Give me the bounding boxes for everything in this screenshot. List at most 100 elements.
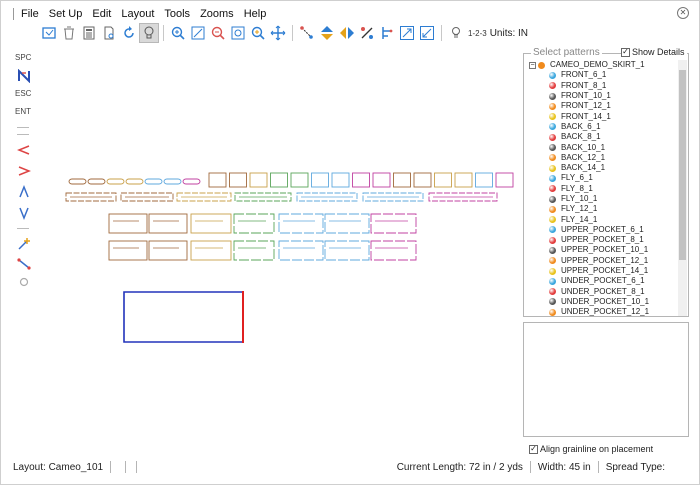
fly-piece[interactable] [249, 172, 268, 188]
menu-file[interactable]: File [21, 8, 39, 20]
back-piece[interactable] [108, 240, 148, 261]
waistband-piece[interactable] [120, 192, 174, 202]
back-piece[interactable] [108, 213, 148, 234]
menu-help[interactable]: Help [243, 8, 267, 20]
marker-canvas[interactable] [41, 45, 516, 455]
fly-piece[interactable] [372, 172, 391, 188]
pattern-item[interactable]: UPPER_POCKET_12_1 [525, 256, 677, 266]
add-node-icon[interactable] [15, 235, 33, 253]
light-button[interactable] [446, 23, 466, 43]
pattern-item[interactable]: UPPER_POCKET_14_1 [525, 266, 677, 276]
pattern-item[interactable]: UPPER_POCKET_10_1 [525, 245, 677, 255]
arrow-up-icon[interactable] [15, 183, 33, 201]
fly-piece[interactable] [270, 172, 288, 188]
pattern-item[interactable]: FLY_6_1 [525, 173, 677, 183]
pattern-item[interactable]: UPPER_POCKET_8_1 [525, 235, 677, 245]
pocket-piece[interactable] [68, 178, 87, 185]
zoom-fit-button[interactable] [188, 23, 208, 43]
fly-piece[interactable] [454, 172, 473, 188]
fly-piece[interactable] [434, 172, 452, 188]
waistband-piece[interactable] [234, 192, 292, 202]
arrow-right-icon[interactable] [15, 162, 33, 180]
document-button[interactable] [99, 23, 119, 43]
select-button[interactable] [39, 23, 59, 43]
marker-drawing[interactable] [41, 45, 516, 455]
fly-piece[interactable] [208, 172, 227, 188]
pattern-item[interactable]: FRONT_12_1 [525, 101, 677, 111]
waistband-piece[interactable] [176, 192, 232, 202]
pattern-item[interactable]: FRONT_14_1 [525, 111, 677, 121]
close-icon[interactable]: ✕ [677, 7, 689, 19]
pocket-piece[interactable] [182, 178, 201, 185]
align-grainline-checkbox[interactable]: ✓ [529, 444, 538, 454]
arrow-down-icon[interactable] [15, 204, 33, 222]
circle-tool-icon[interactable] [15, 273, 33, 291]
pan-button[interactable] [268, 23, 288, 43]
back-piece[interactable] [370, 213, 417, 234]
pattern-item[interactable]: FLY_10_1 [525, 194, 677, 204]
north-icon[interactable] [15, 67, 33, 85]
pattern-item[interactable]: FRONT_8_1 [525, 81, 677, 91]
pattern-item[interactable]: FRONT_6_1 [525, 70, 677, 80]
ent-button[interactable]: ENT [15, 107, 31, 116]
pattern-item[interactable]: UNDER_POCKET_10_1 [525, 297, 677, 307]
fly-piece[interactable] [495, 172, 514, 188]
expand-button[interactable] [397, 23, 417, 43]
fly-piece[interactable] [393, 172, 411, 188]
pattern-item[interactable]: FLY_12_1 [525, 204, 677, 214]
back-piece[interactable] [324, 240, 370, 261]
menu-tools[interactable]: Tools [164, 8, 191, 20]
back-piece[interactable] [148, 240, 188, 261]
fly-piece[interactable] [331, 172, 350, 188]
pocket-piece[interactable] [163, 178, 182, 185]
fly-piece[interactable] [290, 172, 309, 188]
pattern-item[interactable]: UPPER_POCKET_6_1 [525, 225, 677, 235]
pocket-piece[interactable] [125, 178, 144, 185]
pattern-item[interactable]: UNDER_POCKET_6_1 [525, 276, 677, 286]
pattern-item[interactable]: FLY_14_1 [525, 214, 677, 224]
units-prefix[interactable]: 1-2-3 [468, 28, 487, 38]
pattern-item[interactable]: BACK_8_1 [525, 132, 677, 142]
selected-piece-outline[interactable] [123, 291, 243, 343]
back-piece[interactable] [278, 240, 324, 261]
arrow-left-icon[interactable] [15, 141, 33, 159]
flip-vertical-button[interactable] [317, 23, 337, 43]
calculator-button[interactable] [79, 23, 99, 43]
pattern-item[interactable]: BACK_6_1 [525, 122, 677, 132]
collapse-icon[interactable]: − [529, 61, 536, 69]
bulb-button[interactable] [139, 23, 159, 43]
pattern-item[interactable]: BACK_10_1 [525, 142, 677, 152]
pocket-piece[interactable] [106, 178, 125, 185]
esc-button[interactable]: ESC [15, 89, 32, 98]
menu-layout[interactable]: Layout [121, 8, 155, 20]
fly-piece[interactable] [475, 172, 493, 188]
line-tool-icon[interactable] [15, 255, 33, 273]
fly-piece[interactable] [413, 172, 432, 188]
pocket-piece[interactable] [87, 178, 106, 185]
menu-edit[interactable]: Edit [92, 8, 112, 20]
trash-button[interactable] [59, 23, 79, 43]
pocket-piece[interactable] [144, 178, 163, 185]
back-piece[interactable] [190, 213, 232, 234]
shrink-button[interactable] [417, 23, 437, 43]
tree-scrollbar-thumb[interactable] [679, 70, 686, 260]
pattern-item[interactable]: FLY_8_1 [525, 184, 677, 194]
menu-zooms[interactable]: Zooms [200, 8, 234, 20]
align-grainline-toggle[interactable]: ✓ Align grainline on placement [529, 444, 653, 454]
menu-setup[interactable]: Set Up [48, 8, 83, 20]
align-button[interactable] [377, 23, 397, 43]
fly-piece[interactable] [352, 172, 370, 188]
tree-root[interactable]: − CAMEO_DEMO_SKIRT_1 [525, 60, 677, 70]
zoom-out-button[interactable] [208, 23, 228, 43]
back-piece[interactable] [148, 213, 188, 234]
zoom-plus-button[interactable] [248, 23, 268, 43]
percent-button[interactable] [357, 23, 377, 43]
pattern-item[interactable]: UNDER_POCKET_12_1 [525, 307, 677, 316]
back-piece[interactable] [190, 240, 232, 261]
waistband-piece[interactable] [65, 192, 117, 202]
waistband-piece[interactable] [296, 192, 358, 202]
pattern-item[interactable]: FRONT_10_1 [525, 91, 677, 101]
show-details-checkbox[interactable]: ✓ [621, 47, 630, 57]
spc-button[interactable]: SPC [15, 53, 32, 62]
